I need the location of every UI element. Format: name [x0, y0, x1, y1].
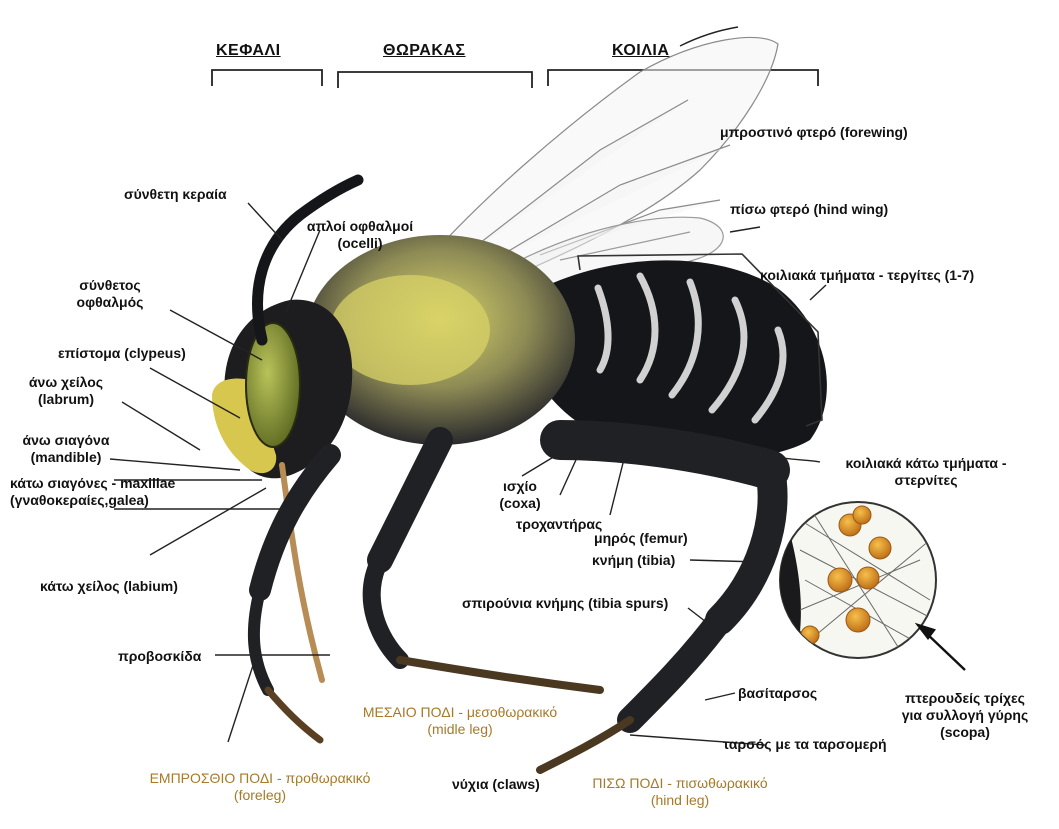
label-sternites: κοιλιακά κάτω τμήματα - στερνίτες — [826, 455, 1026, 489]
label-mandible: άνω σιαγόνα (mandible) — [10, 432, 122, 466]
label-proboscis: προβοσκίδα — [118, 648, 201, 665]
section-abdomen: ΚΟΙΛΙΑ — [612, 42, 669, 60]
section-thorax: ΘΩΡΑΚΑΣ — [383, 42, 466, 60]
caption-middle-leg-line1: ΜΕΣΑΙΟ ΠΟΔΙ - μεσοθωρακικό — [330, 704, 590, 721]
label-tibia-spurs: σπιρούνια κνήμης (tibia spurs) — [462, 595, 668, 612]
label-scopa-line3: (scopa) — [880, 724, 1050, 741]
label-compound-eye-line1: σύνθετος — [60, 277, 160, 294]
label-hind-wing: πίσω φτερό (hind wing) — [730, 201, 888, 218]
caption-middle-leg: ΜΕΣΑΙΟ ΠΟΔΙ - μεσοθωρακικό (midle leg) — [330, 704, 590, 738]
caption-foreleg-line2: (foreleg) — [130, 787, 390, 804]
label-tarsus: ταρσός με τα ταρσομερή — [723, 736, 887, 753]
label-labrum-line2: (labrum) — [10, 391, 122, 408]
label-clypeus: επίστομα (clypeus) — [58, 345, 186, 362]
label-maxillae-line2: (γναθοκεραίες,galea) — [10, 492, 175, 509]
label-ocelli: απλοί οφθαλμοί (ocelli) — [300, 218, 420, 252]
caption-foreleg-line1: ΕΜΠΡΟΣΘΙΟ ΠΟΔΙ - προθωρακικό — [130, 770, 390, 787]
label-forewing: μπροστινό φτερό (forewing) — [720, 124, 908, 141]
caption-foreleg: ΕΜΠΡΟΣΘΙΟ ΠΟΔΙ - προθωρακικό (foreleg) — [130, 770, 390, 804]
label-scopa: πτερουδείς τρίχες για συλλογή γύρης (sco… — [880, 690, 1050, 741]
label-maxillae-line1: κάτω σιαγόνες - maxillae — [10, 475, 175, 492]
label-labrum-line1: άνω χείλος — [10, 374, 122, 391]
label-sternites-line1: κοιλιακά κάτω τμήματα - — [826, 455, 1026, 472]
foreleg-shape — [254, 455, 330, 740]
caption-middle-leg-line2: (midle leg) — [330, 721, 590, 738]
label-tergites: κοιλιακά τμήματα - τεργίτες (1-7) — [760, 267, 974, 284]
label-mandible-line1: άνω σιαγόνα — [10, 432, 122, 449]
caption-hind-leg-line1: ΠΙΣΩ ΠΟΔΙ - πισωθωρακικό — [560, 775, 800, 792]
label-ocelli-line1: απλοί οφθαλμοί — [300, 218, 420, 235]
label-maxillae: κάτω σιαγόνες - maxillae (γναθοκεραίες,g… — [10, 475, 175, 509]
label-ocelli-line2: (ocelli) — [300, 235, 420, 252]
label-scopa-line2: για συλλογή γύρης — [880, 707, 1050, 724]
caption-hind-leg: ΠΙΣΩ ΠΟΔΙ - πισωθωρακικό (hind leg) — [560, 775, 800, 809]
label-sternites-line2: στερνίτες — [826, 472, 1026, 489]
label-trochanter: τροχαντήρας — [516, 516, 602, 533]
label-antenna: σύνθετη κεραία — [124, 186, 227, 203]
scopa-magnifier — [770, 500, 936, 680]
scopa-arrow — [918, 625, 965, 670]
label-labium: κάτω χείλος (labium) — [40, 578, 178, 595]
label-femur: μηρός (femur) — [594, 530, 688, 547]
label-coxa-line1: ισχίο — [490, 478, 550, 495]
label-coxa: ισχίο (coxa) — [490, 478, 550, 512]
label-claws: νύχια (claws) — [452, 776, 540, 793]
section-head: ΚΕΦΑΛΙ — [216, 42, 281, 60]
label-mandible-line2: (mandible) — [10, 449, 122, 466]
label-compound-eye: σύνθετος οφθαλμός — [60, 277, 160, 311]
caption-hind-leg-line2: (hind leg) — [560, 792, 800, 809]
label-scopa-line1: πτερουδείς τρίχες — [880, 690, 1050, 707]
label-labrum: άνω χείλος (labrum) — [10, 374, 122, 408]
label-coxa-line2: (coxa) — [490, 495, 550, 512]
middle-leg-shape — [372, 440, 600, 690]
label-compound-eye-line2: οφθαλμός — [60, 294, 160, 311]
label-tibia: κνήμη (tibia) — [592, 552, 675, 569]
label-basitarsus: βασίταρσος — [738, 685, 817, 702]
